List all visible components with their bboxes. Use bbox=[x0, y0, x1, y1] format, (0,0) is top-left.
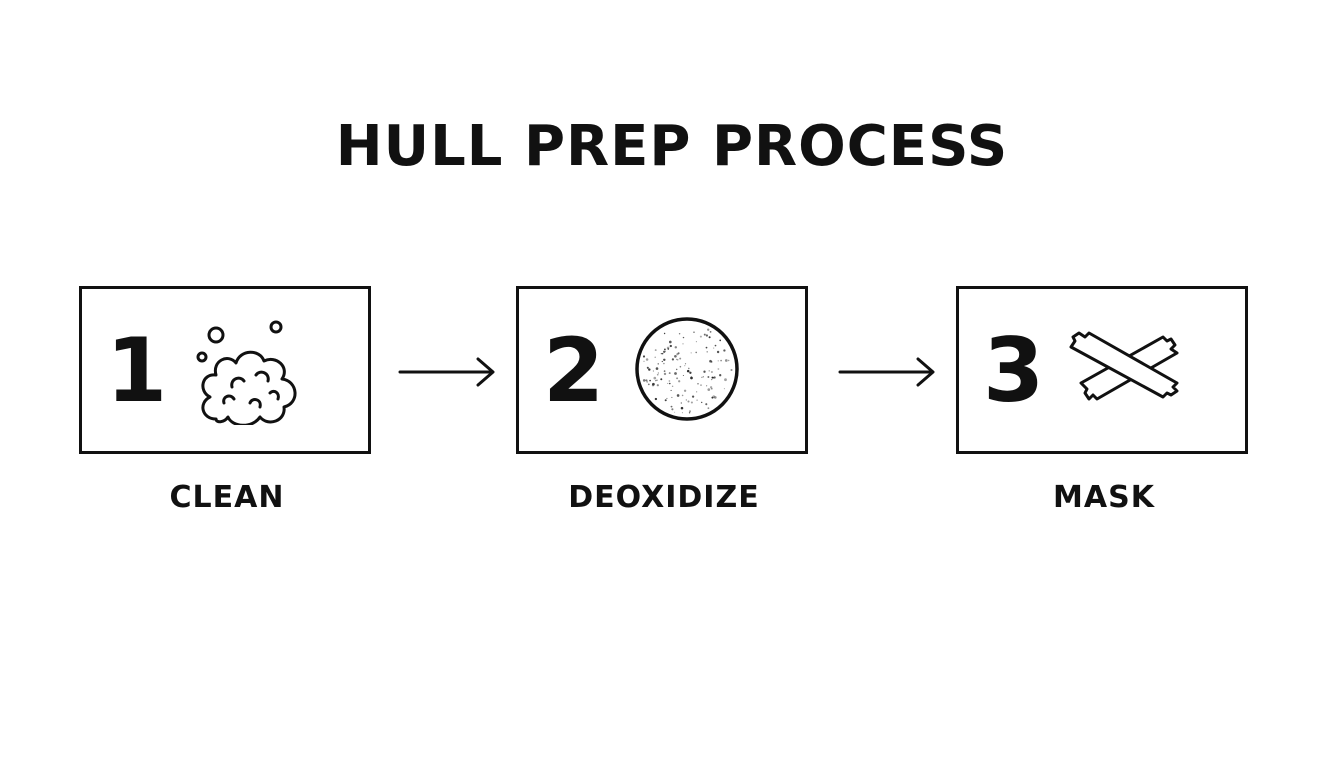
step-label-mask: MASK bbox=[1053, 480, 1155, 515]
step-label-deoxidize: DEOXIDIZE bbox=[568, 480, 760, 515]
step-number: 3 bbox=[983, 319, 1045, 422]
step-box-mask: 3 bbox=[956, 286, 1248, 454]
step-box-clean: 1 bbox=[79, 286, 371, 454]
arrow-right-icon bbox=[838, 357, 935, 387]
page-title: HULL PREP PROCESS bbox=[335, 114, 1009, 179]
abrasive-disc-icon bbox=[635, 317, 739, 421]
step-number: 2 bbox=[543, 319, 605, 422]
step-number: 1 bbox=[106, 319, 168, 422]
step-box-deoxidize: 2 bbox=[516, 286, 808, 454]
step-label-clean: CLEAN bbox=[169, 480, 285, 515]
masking-tape-icon bbox=[1069, 331, 1179, 401]
soap-bubbles-icon bbox=[196, 320, 297, 425]
arrow-right-icon bbox=[398, 357, 495, 387]
